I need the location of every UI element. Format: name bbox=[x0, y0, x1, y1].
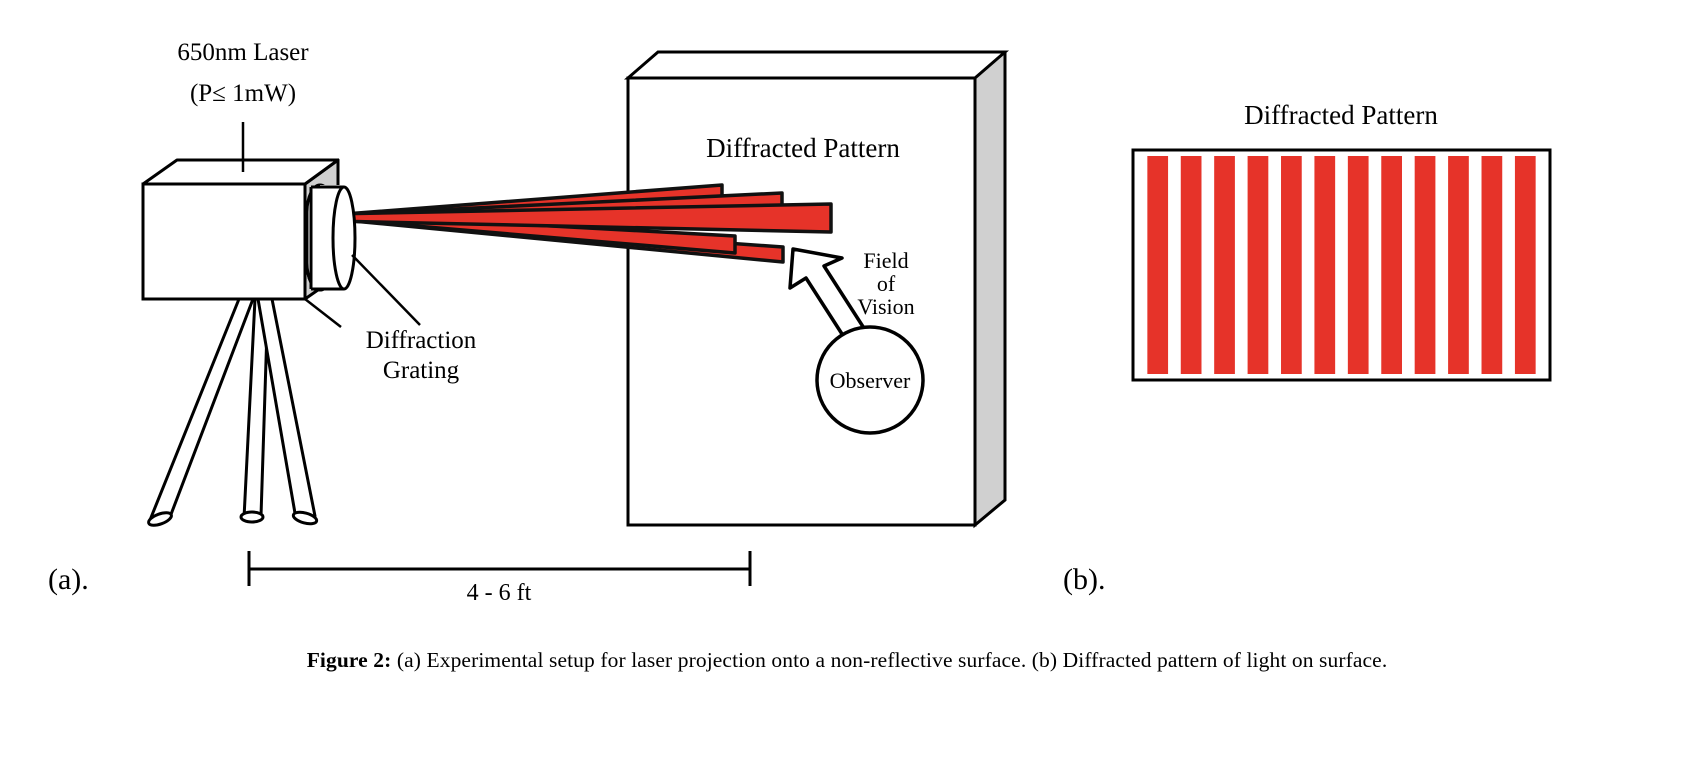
fringe-bar bbox=[1414, 156, 1436, 374]
figure-caption: Figure 2: (a) Experimental setup for las… bbox=[0, 648, 1694, 673]
observer-circle bbox=[815, 325, 925, 435]
laser-label-line1: 650nm Laser bbox=[177, 39, 309, 66]
panel-b-title: Diffracted Pattern bbox=[1244, 100, 1438, 130]
caption-text: (a) Experimental setup for laser project… bbox=[391, 648, 1388, 672]
fringe-bar bbox=[1347, 156, 1369, 374]
caption-label: Figure 2: bbox=[306, 648, 392, 672]
fringe-bar bbox=[1281, 156, 1302, 374]
laser-label-line2: (P≤ 1mW) bbox=[190, 80, 296, 107]
fringe-bar bbox=[1214, 156, 1235, 374]
tripod-foot-center bbox=[239, 510, 265, 524]
fringe-bar bbox=[1514, 156, 1536, 374]
fringe-bar bbox=[1180, 156, 1202, 374]
field-of-vision-line1: Field bbox=[863, 248, 908, 273]
fringe-group bbox=[1147, 156, 1536, 374]
panel-b-diffracted-pattern bbox=[1131, 148, 1552, 382]
fringe-bar bbox=[1448, 156, 1469, 374]
lens-barrel-edges bbox=[311, 185, 344, 291]
grating-label-line2: Grating bbox=[383, 357, 460, 384]
distance-label: 4 - 6 ft bbox=[467, 580, 532, 606]
screen-title: Diffracted Pattern bbox=[706, 133, 900, 163]
observer-label: Observer bbox=[830, 368, 911, 393]
laser-assembly bbox=[141, 158, 357, 527]
laser-body-front-face bbox=[141, 182, 307, 301]
tripod-foot-left bbox=[147, 511, 173, 527]
laser-lens-barrel bbox=[305, 183, 357, 292]
lens-aperture-face bbox=[331, 185, 357, 291]
pattern-frame bbox=[1131, 148, 1552, 382]
fringe-bar bbox=[1481, 156, 1503, 374]
field-of-vision-line2: of bbox=[877, 271, 896, 296]
fringe-bar bbox=[1381, 156, 1402, 374]
field-of-vision-line3: Vision bbox=[857, 294, 914, 319]
grating-label-leader-secondary bbox=[304, 298, 342, 328]
panel-b-tag: (b). bbox=[1063, 563, 1105, 596]
distance-dimension-line bbox=[247, 551, 752, 586]
fringe-bar bbox=[1147, 156, 1169, 374]
grating-label-line1: Diffraction bbox=[366, 327, 477, 354]
fringe-bar bbox=[1247, 156, 1269, 374]
fringe-bar bbox=[1314, 156, 1336, 374]
projection-screen bbox=[623, 50, 1010, 529]
screen-front-face bbox=[626, 76, 977, 527]
grating-label-leader bbox=[351, 254, 421, 326]
panel-a-tag: (a). bbox=[48, 563, 89, 596]
tripod-foot-right bbox=[291, 510, 319, 526]
